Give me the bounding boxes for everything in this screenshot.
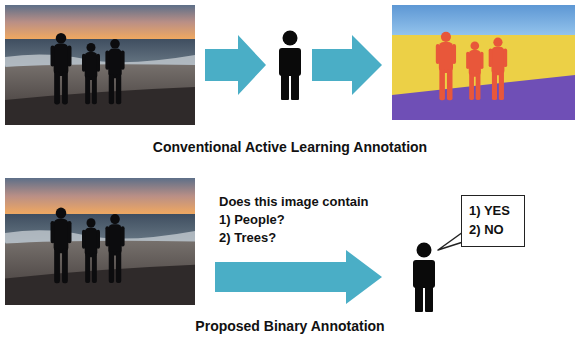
block-arrow	[312, 35, 382, 95]
beach-photo	[5, 178, 195, 305]
block-arrow	[205, 35, 266, 95]
question-text: Does this image contain	[219, 193, 369, 210]
block-arrow	[215, 250, 382, 304]
answer-text: 1) YES	[469, 201, 515, 220]
caption-text: Conventional Active Learning Annotation	[153, 138, 427, 156]
segmentation-mask	[392, 5, 575, 120]
caption-text: Proposed Binary Annotation	[195, 317, 384, 335]
speech-tail	[438, 232, 463, 250]
beach-photo	[5, 5, 195, 125]
person-icon	[279, 31, 301, 101]
person-icon	[413, 243, 435, 313]
speech-bubble: 1) YES2) NO	[461, 195, 525, 247]
answer-text: 2) NO	[469, 220, 515, 239]
question-text: 1) People?	[219, 211, 285, 228]
question-text: 2) Trees?	[219, 229, 276, 246]
